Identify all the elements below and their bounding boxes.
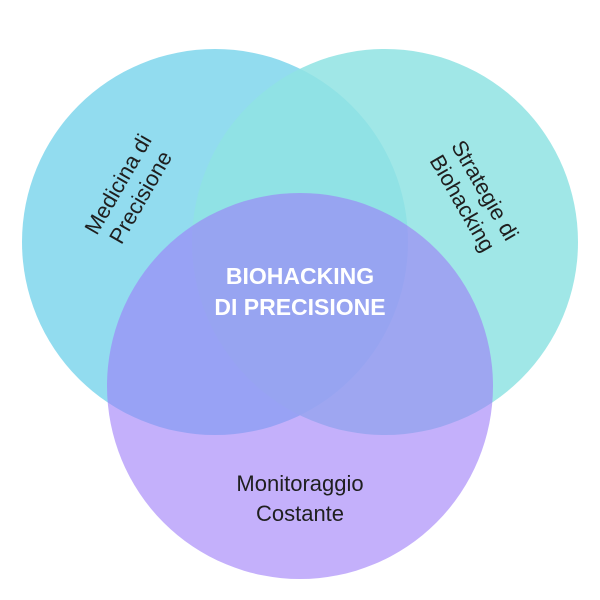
label-monitoraggio-costante: Monitoraggio Costante — [236, 471, 363, 526]
label-monitoraggio-line-1: Monitoraggio — [236, 471, 363, 496]
label-monitoraggio-line-2: Costante — [256, 501, 344, 526]
circle-monitoraggio-costante — [107, 193, 493, 579]
label-intersection-line-1: BIOHACKING — [226, 263, 374, 289]
label-intersection: BIOHACKING DI PRECISIONE — [214, 263, 385, 320]
label-intersection-line-2: DI PRECISIONE — [214, 294, 385, 320]
